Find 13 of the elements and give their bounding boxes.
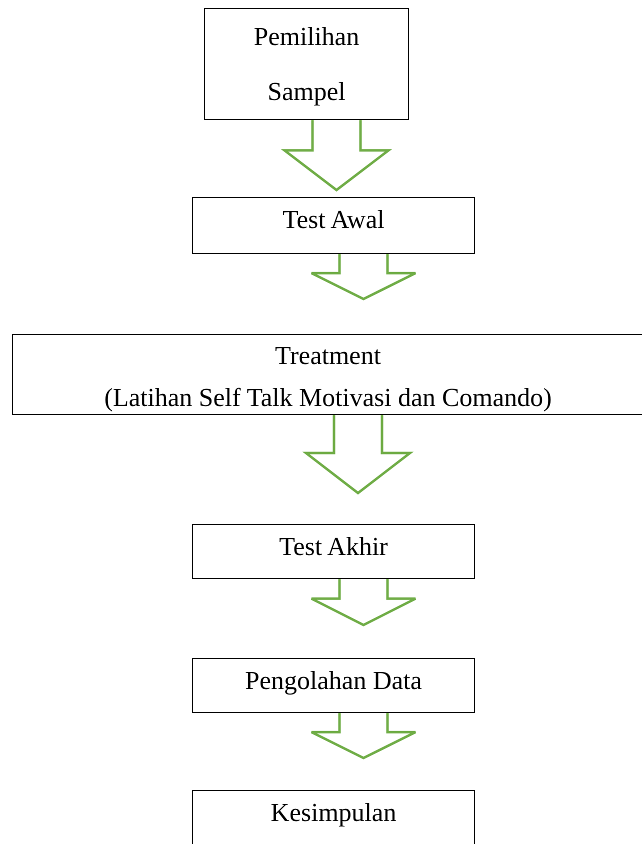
box-text: Pengolahan Data <box>245 665 422 697</box>
process-box <box>204 8 409 120</box>
process-box <box>192 658 475 713</box>
box-text: (Latihan Self Talk Motivasi dan Comando) <box>104 382 552 414</box>
process-box <box>192 790 475 844</box>
box-text: Test Akhir <box>279 531 388 563</box>
process-box <box>192 197 475 254</box>
box-text: Treatment <box>275 340 381 372</box>
process-box <box>192 524 475 579</box>
box-text: Pemilihan Sampel <box>252 21 360 108</box>
box-text: Test Awal <box>282 204 384 236</box>
process-box <box>12 334 642 415</box>
box-text: Kesimpulan <box>270 797 396 829</box>
